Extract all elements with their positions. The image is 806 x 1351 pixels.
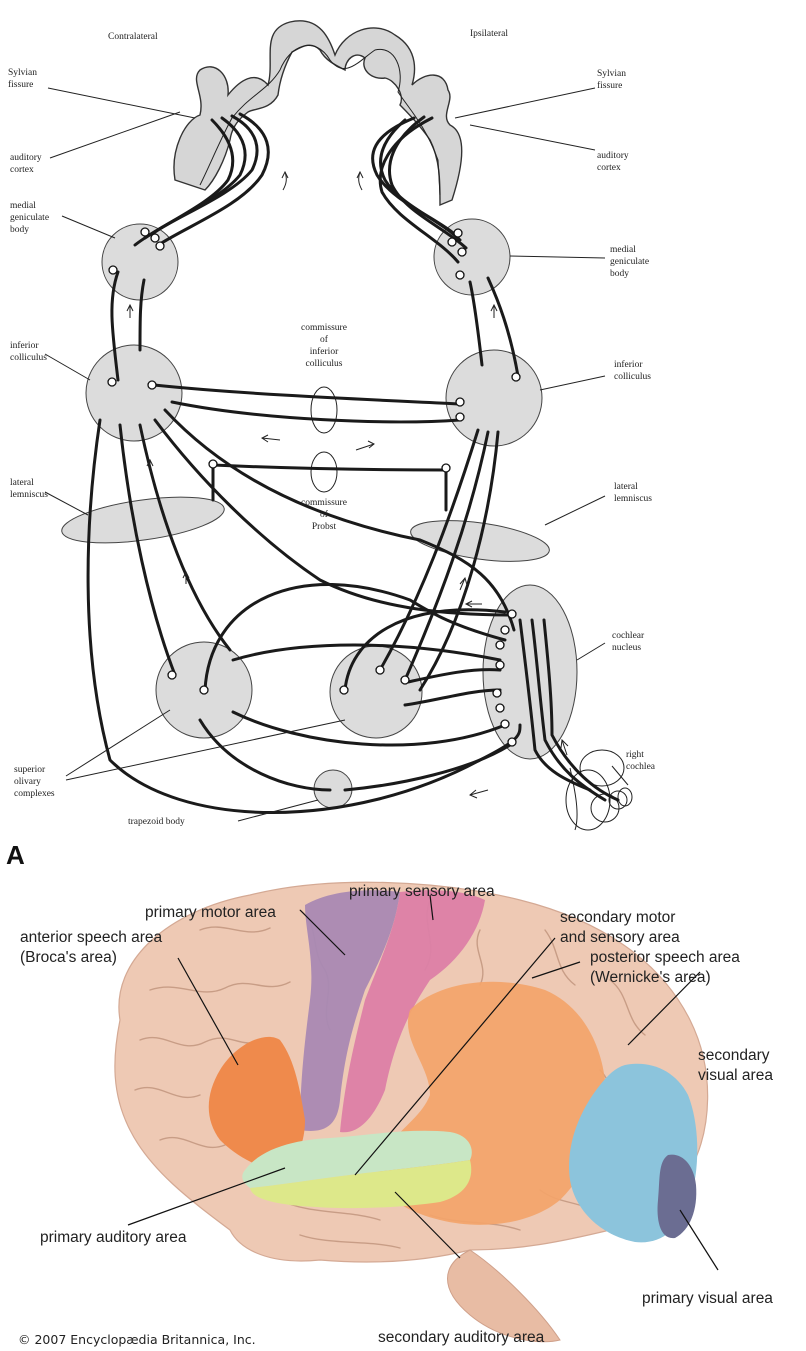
brain-areas-diagram: primary motor area primary sensory area …: [0, 870, 806, 1351]
panel-letter-a: A: [6, 840, 25, 871]
label-sylvian-right-2: fissure: [597, 80, 622, 91]
label-posterior-speech-1: posterior speech area: [590, 949, 740, 966]
label-commissure-ic-3: inferior: [310, 346, 339, 357]
label-cochlear-nucleus-2: nucleus: [612, 643, 641, 653]
cortex-ribbon: [174, 21, 462, 205]
label-primary-motor: primary motor area: [145, 904, 276, 921]
commissure-ic-ring: [311, 387, 337, 433]
label-commissure-probst-3: Probst: [312, 522, 337, 532]
label-ll-left-2: lemniscus: [10, 490, 48, 500]
label-commissure-probst-2: of: [320, 509, 329, 520]
label-secondary-auditory: secondary auditory area: [378, 1329, 545, 1346]
label-ll-left-1: lateral: [10, 478, 34, 488]
label-mgb-left-2: geniculate: [10, 213, 49, 223]
label-soc-3: complexes: [14, 789, 55, 799]
header-ipsilateral: Ipsilateral: [470, 29, 508, 39]
label-sylvian-right-1: Sylvian: [597, 69, 626, 79]
label-secondary-visual-1: secondary: [698, 1047, 770, 1064]
label-soc-1: superior: [14, 765, 46, 775]
label-auditory-cortex-left-2: cortex: [10, 165, 34, 175]
label-right-cochlea-2: cochlea: [626, 762, 656, 772]
label-secondary-motor-1: secondary motor: [560, 909, 675, 926]
label-ic-left-2: colliculus: [10, 353, 47, 363]
label-ll-right-1: lateral: [614, 482, 638, 492]
label-commissure-ic-4: colliculus: [306, 359, 343, 369]
label-mgb-right-3: body: [610, 269, 629, 279]
commissure-probst-ring: [311, 452, 337, 492]
label-mgb-left-1: medial: [10, 201, 36, 211]
label-auditory-cortex-left-1: auditory: [10, 153, 42, 163]
label-sylvian-left-1: Sylvian: [8, 68, 37, 78]
label-trapezoid-body: trapezoid body: [128, 817, 185, 827]
label-auditory-cortex-right-1: auditory: [597, 151, 629, 161]
label-sylvian-left-2: fissure: [8, 79, 33, 90]
label-ll-right-2: lemniscus: [614, 494, 652, 504]
label-ic-right-1: inferior: [614, 359, 643, 370]
header-contralateral: Contralateral: [108, 32, 158, 42]
label-primary-visual: primary visual area: [642, 1290, 773, 1307]
label-cochlear-nucleus-1: cochlear: [612, 631, 645, 641]
ll-left: [59, 489, 227, 551]
label-auditory-cortex-right-2: cortex: [597, 163, 621, 173]
label-posterior-speech-2: (Wernicke's area): [590, 969, 711, 986]
label-ic-left-1: inferior: [10, 340, 39, 351]
label-secondary-visual-2: visual area: [698, 1067, 773, 1084]
label-anterior-speech-1: anterior speech area: [20, 929, 163, 946]
auditory-pathway-diagram: Contralateral Ipsilateral Sylvian fissur…: [0, 0, 806, 835]
label-secondary-motor-2: and sensory area: [560, 929, 680, 946]
label-right-cochlea-1: right: [626, 750, 644, 760]
label-commissure-ic-2: of: [320, 334, 329, 345]
label-mgb-right-1: medial: [610, 245, 636, 255]
label-mgb-right-2: geniculate: [610, 257, 649, 267]
brainstem: [448, 1250, 561, 1342]
label-commissure-ic-1: commissure: [301, 323, 347, 333]
copyright-notice: © 2007 Encyclopædia Britannica, Inc.: [18, 1332, 256, 1347]
label-primary-sensory: primary sensory area: [349, 883, 495, 900]
label-soc-2: olivary: [14, 777, 41, 787]
label-ic-right-2: colliculus: [614, 372, 651, 382]
label-mgb-left-3: body: [10, 225, 29, 235]
label-anterior-speech-2: (Broca's area): [20, 949, 117, 966]
label-primary-auditory: primary auditory area: [40, 1229, 187, 1246]
label-commissure-probst-1: commissure: [301, 498, 347, 508]
